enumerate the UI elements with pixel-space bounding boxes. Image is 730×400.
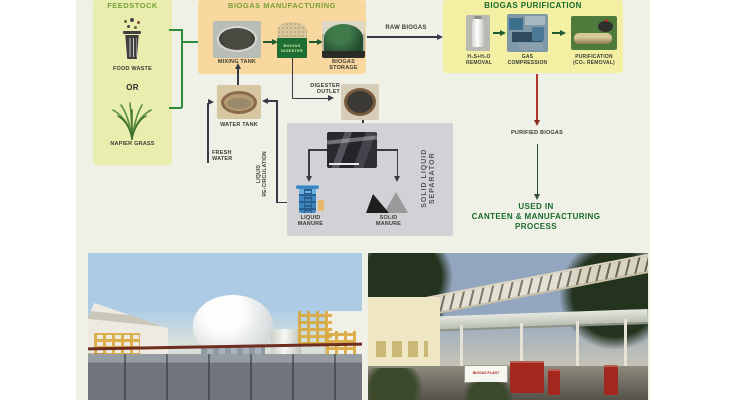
digester-to-storage-line (309, 41, 318, 43)
raw-biogas-label: RAW BIOGAS (385, 25, 427, 31)
recirculation-arrowhead (262, 98, 268, 104)
co2-removal-label: PURIFICATION (CO₂ REMOVAL) (573, 54, 615, 66)
separator-branch-left-v (308, 149, 310, 176)
raw-biogas-line (367, 36, 437, 38)
mixing-tank-label: MIXING TANK (217, 59, 257, 65)
feedstock-to-mixing-line (181, 41, 198, 43)
water-tank-photo (217, 85, 261, 119)
recirculation-top-line (267, 100, 277, 102)
purif-arrow1-head (500, 30, 506, 36)
separator-branch-right-v (396, 149, 398, 176)
recirculation-label: LIQUID RE-CIRCULATION (256, 151, 268, 197)
food-waste-icon (120, 18, 144, 62)
separator-branch-right-arrowhead (394, 176, 400, 182)
water-tank-label: WATER TANK (220, 122, 258, 128)
purification-title: BIOGAS PURIFICATION (484, 1, 582, 10)
separator-branch-right-h (377, 149, 398, 151)
purif-arrow2-line (552, 32, 561, 34)
h2s-removal-label: H₂S+H₂O REMOVAL (465, 54, 493, 66)
biogas-plant-sign: BIOGAS PLANT (464, 365, 508, 383)
biogas-digester-label-box: BIOGAS DIGESTER (277, 38, 307, 58)
manufacturing-title: BIOGAS MANUFACTURING (228, 1, 336, 10)
mixing-to-digester-arrowhead (272, 39, 278, 45)
digester-outlet-hline (291, 97, 329, 99)
digester-outlet-label: DIGESTER OUTLET (310, 83, 340, 96)
gas-compression-label: GAS COMPRESSION (507, 54, 548, 66)
napier-grass-icon (112, 102, 152, 140)
used-in-line (536, 144, 538, 194)
or-label: OR (126, 83, 139, 92)
napier-grass-label: NAPIER GRASS (110, 141, 155, 147)
recirculation-bottom-line (276, 201, 296, 203)
separator-title: SOLID LIQUID SEPARATOR (420, 148, 436, 208)
liquid-manure-label: LIQUID MANURE (297, 215, 324, 228)
separator-branch-left-h (308, 149, 327, 151)
digester-outlet-arrowhead (328, 95, 334, 101)
recirculation-vertical-line (276, 100, 278, 203)
plant-photo-right: BIOGAS PLANT (368, 253, 648, 400)
digester-outlet-photo (341, 84, 379, 120)
feedstock-bracket-vertical (181, 29, 183, 108)
biogas-storage-label: BIOGAS STORAGE (329, 59, 358, 72)
feedstock-bracket-bottom (169, 107, 182, 109)
purified-biogas-label: PURIFIED BIOGAS (511, 130, 563, 136)
fresh-water-label: FRESH WATER (212, 150, 233, 163)
co2-removal-photo (571, 16, 617, 50)
watertank-to-mixing-arrowhead (235, 63, 241, 69)
fresh-water-arrowhead (208, 99, 214, 105)
left-photo-machinery (88, 354, 362, 400)
purif-arrow2-head (560, 30, 566, 36)
mixing-to-digester-line (263, 41, 273, 43)
biogas-digester-dome-icon (277, 22, 307, 39)
digester-to-storage-arrowhead (317, 39, 323, 45)
raw-biogas-arrowhead (437, 34, 443, 40)
feedstock-title: FEEDSTOCK (107, 1, 158, 10)
biogas-storage-photo (322, 21, 365, 58)
used-in-arrowhead (534, 194, 540, 200)
purif-arrow1-line (493, 32, 501, 34)
purified-biogas-line (536, 74, 538, 120)
h2s-removal-photo (466, 15, 490, 51)
solid-manure-icon (366, 192, 408, 213)
liquid-manure-icon (296, 183, 326, 213)
fresh-water-line (207, 103, 209, 163)
used-in-text: USED IN CANTEEN & MANUFACTURING PROCESS (471, 202, 601, 231)
biogas-process-poster: FEEDSTOCK FOOD WASTE OR NAPIER GRASS (76, 0, 650, 400)
food-waste-label: FOOD WASTE (113, 66, 152, 72)
purified-biogas-arrowhead (534, 120, 540, 126)
watertank-to-mixing-line (237, 68, 239, 86)
gas-compression-photo (507, 14, 548, 52)
digester-outlet-vline (291, 58, 293, 99)
mixing-tank-photo (213, 21, 261, 58)
separator-branch-left-arrowhead (306, 176, 312, 182)
plant-photo-left (88, 253, 362, 400)
separator-photo (327, 132, 377, 168)
solid-manure-label: SOLID MANURE (375, 215, 402, 228)
feedstock-bracket-top (169, 29, 182, 31)
